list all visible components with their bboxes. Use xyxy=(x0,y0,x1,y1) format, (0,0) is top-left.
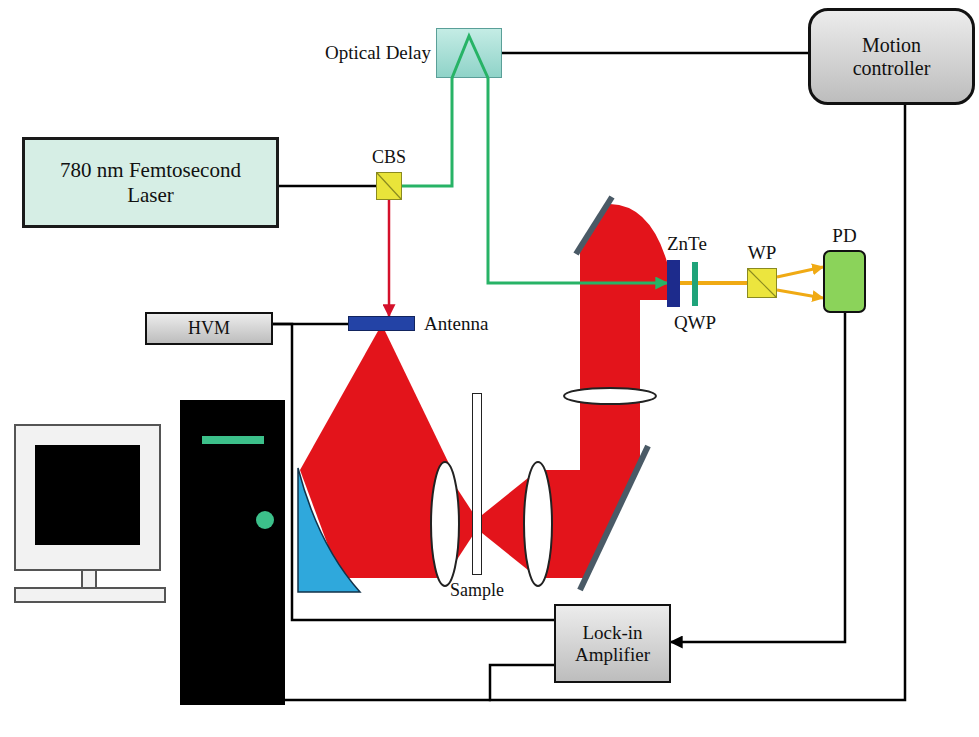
wollaston-prism: WP xyxy=(747,268,777,298)
keyboard xyxy=(15,588,165,602)
node-label: Motion controller xyxy=(831,34,952,80)
lockin-box: Lock-in Amplifier xyxy=(554,604,671,683)
connector xyxy=(490,105,905,700)
node-label: WP xyxy=(748,242,777,264)
controller-box: Motion controller xyxy=(808,8,975,105)
laser-box: 780 nm Femtosecond Laser xyxy=(22,137,279,228)
connector xyxy=(388,200,391,316)
connector xyxy=(777,290,823,298)
power-button xyxy=(256,511,274,529)
sample-slab: Sample xyxy=(472,393,482,575)
split-plane xyxy=(377,173,401,199)
drive-slot xyxy=(202,436,264,444)
node-label: 780 nm Femtosecond Laser xyxy=(55,158,246,206)
quarter-wave-plate: QWP xyxy=(692,262,698,306)
node-label: QWP xyxy=(674,312,716,334)
node-label: Antenna xyxy=(424,313,488,335)
connector xyxy=(402,78,452,186)
lens xyxy=(524,462,552,586)
photodiode: PD xyxy=(823,250,866,313)
lens xyxy=(564,388,656,404)
connector xyxy=(680,281,692,285)
connector xyxy=(488,78,667,283)
beam-fold xyxy=(452,36,488,78)
node-label: HVM xyxy=(188,318,230,339)
node-label: PD xyxy=(832,225,856,247)
node-label: Optical Delay xyxy=(325,42,431,64)
connector xyxy=(698,281,747,285)
monitor-frame xyxy=(15,425,160,570)
connector xyxy=(777,267,823,277)
cube-diagonal xyxy=(747,268,777,298)
data-cable xyxy=(285,699,491,702)
beam-splitter: CBS xyxy=(376,172,402,200)
cube-diagonal xyxy=(376,172,402,200)
connector xyxy=(502,52,808,55)
thz-beam xyxy=(580,204,667,300)
optical-delay: Optical Delay xyxy=(436,28,502,78)
monitor-neck xyxy=(82,570,96,588)
retroreflector-path xyxy=(436,28,502,78)
connector xyxy=(273,324,554,620)
thz-antenna: Antenna xyxy=(348,316,415,331)
split-plane xyxy=(748,269,776,297)
node-label: CBS xyxy=(372,147,406,168)
connector xyxy=(671,313,845,642)
flat-mirror xyxy=(580,446,648,590)
monitor-screen xyxy=(35,445,140,545)
hvm-box: HVM xyxy=(145,312,273,345)
connector xyxy=(279,185,376,188)
parabolic-mirror xyxy=(298,468,360,592)
node-label: Lock-in Amplifier xyxy=(562,622,663,666)
lens xyxy=(431,462,459,586)
node-label: Sample xyxy=(450,580,504,601)
znte-crystal: ZnTe xyxy=(667,260,680,307)
node-label: ZnTe xyxy=(667,233,707,255)
computer-tower xyxy=(180,400,285,705)
flat-mirror xyxy=(576,197,612,254)
